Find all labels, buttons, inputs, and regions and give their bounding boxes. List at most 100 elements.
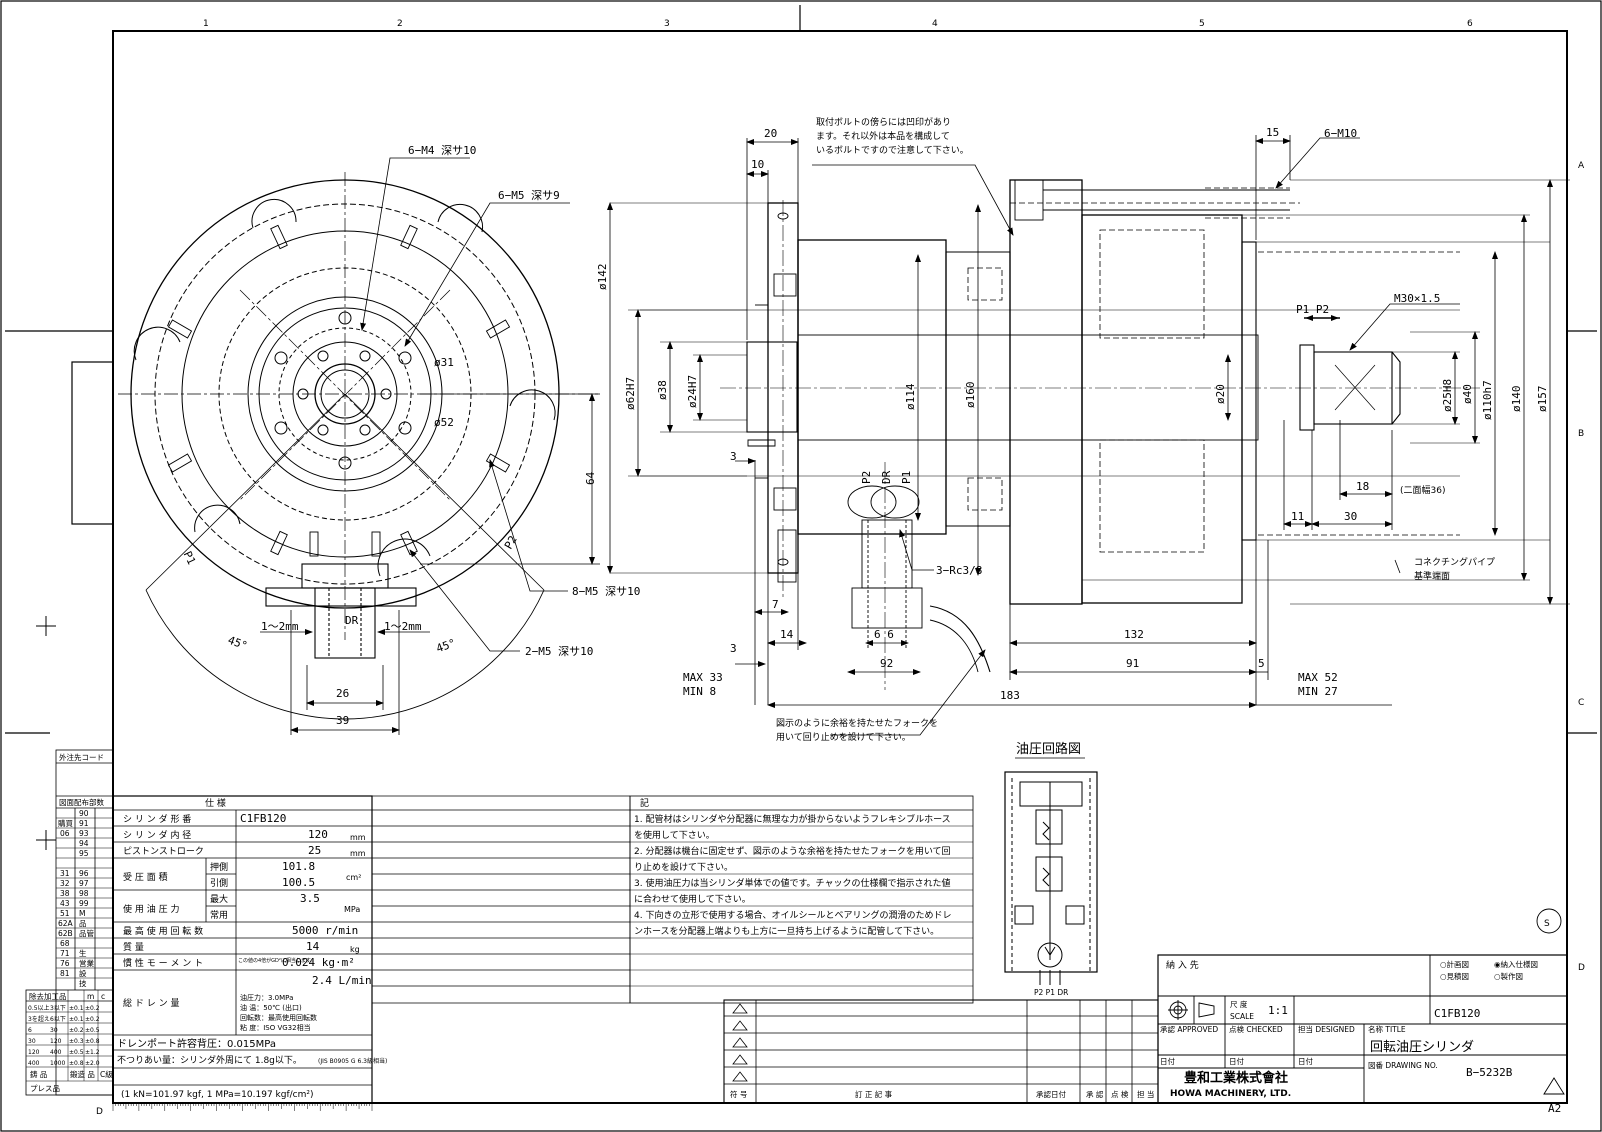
- svg-text:6以下: 6以下: [50, 1016, 66, 1023]
- dim-d62: ø62H7: [624, 377, 637, 410]
- dim-3a: 3: [730, 450, 737, 463]
- svg-text:76: 76: [60, 959, 70, 968]
- col-ref-5: 5: [1199, 19, 1205, 29]
- svg-text:400: 400: [50, 1049, 62, 1056]
- svg-text:30: 30: [50, 1027, 58, 1034]
- spec-value-stroke: 25: [308, 844, 321, 857]
- checked-label: 点検 CHECKED: [1229, 1024, 1283, 1034]
- svg-text:±0.8: ±0.8: [69, 1060, 84, 1067]
- dim-15: 15: [1266, 126, 1279, 139]
- dim-66: 6 6: [874, 628, 894, 641]
- spec-pressure-max: 3.5: [300, 892, 320, 905]
- svg-text:68: 68: [60, 939, 70, 948]
- rev-footer-check: 点 検: [1111, 1089, 1129, 1099]
- title-block-text: 納 入 先 ○計画図 ◉納入仕様図 ○見積図 ○製作図 尺 度 SCALE 1:…: [1160, 919, 1561, 1115]
- dim-3b: 3: [730, 642, 737, 655]
- svg-text:62A: 62A: [58, 919, 74, 928]
- note-bolts-3: いるボルトですので注意して下さい。: [816, 144, 969, 156]
- date-3: 日付: [1298, 1056, 1314, 1066]
- title-block-grid: [1157, 908, 1568, 1104]
- rev-footer-code: 符 号: [730, 1089, 747, 1099]
- dim-d140: ø140: [1510, 386, 1523, 413]
- spec-label-area: 受 圧 面 積: [123, 871, 168, 883]
- spec-area-pull-label: 引側: [210, 877, 228, 889]
- side-view-notes: 取付ボルトの傍らには凹印があり ます。それ以外は本品を構成して いるボルトですの…: [776, 116, 1495, 743]
- dim-d160: ø160: [964, 382, 977, 409]
- svg-text:±0.5: ±0.5: [85, 1027, 100, 1034]
- recipient-label: 納 入 先: [1166, 959, 1199, 971]
- label-side-p1: P1: [900, 471, 913, 484]
- spec-drain-note-2: 油 温：50℃ (出口): [240, 1003, 302, 1012]
- side-view: [607, 135, 1570, 736]
- spec-unbalance: 不つりあい量：シリンダ外周にて 1.8g以下。: [117, 1054, 302, 1066]
- svg-text:±0.8: ±0.8: [85, 1038, 100, 1045]
- svg-text:±0.2: ±0.2: [85, 1016, 100, 1023]
- dim-7: 7: [772, 598, 779, 611]
- note-line-1: 1. 配管材はシリンダや分配器に無理な力が掛からないようフレキシブルホース: [634, 813, 951, 825]
- spec-label-stroke: ピストンストローク: [123, 846, 204, 857]
- label-p2: P2: [502, 533, 520, 551]
- svg-text:±0.3: ±0.3: [69, 1038, 84, 1045]
- spec-pressure-max-label: 最大: [210, 893, 228, 905]
- company-en: HOWA MACHINERY, LTD.: [1170, 1089, 1291, 1099]
- title-name-label: 名称 TITLE: [1368, 1024, 1406, 1034]
- dim-d20: ø20: [1214, 384, 1227, 404]
- label-m30: M30×1.5: [1394, 292, 1440, 305]
- note-pipe-2: 基準端面: [1414, 570, 1450, 582]
- svg-text:51: 51: [60, 909, 70, 918]
- note-line-4: り止めを設けて下さい。: [634, 861, 733, 873]
- dim-d40: ø40: [1461, 384, 1474, 404]
- svg-text:鋳 品: 鋳 品: [30, 1069, 47, 1079]
- spec-value-mass: 14: [306, 940, 320, 953]
- svg-text:06: 06: [60, 829, 70, 838]
- title-name: 回転油圧シリンダ: [1370, 1040, 1474, 1055]
- svg-text:品管: 品管: [79, 928, 94, 938]
- dim-d114: ø114: [904, 383, 917, 410]
- svg-text:98: 98: [79, 889, 89, 898]
- dim-5: 5: [1258, 657, 1265, 670]
- label-8-m5-10: 8−M5 深サ10: [572, 585, 640, 598]
- note-bolts-2: ます。それ以外は本品を構成して: [816, 130, 950, 142]
- svg-text:91: 91: [79, 819, 89, 828]
- svg-text:94: 94: [79, 839, 89, 848]
- date-2: 日付: [1229, 1056, 1245, 1066]
- label-6-m4: 6−M4 深サ10: [408, 144, 476, 157]
- spec-area-pull: 100.5: [282, 876, 315, 889]
- svg-text:90: 90: [79, 809, 89, 818]
- svg-text:購買: 購買: [58, 818, 73, 828]
- svg-text:±0.1: ±0.1: [69, 1005, 84, 1012]
- svg-text:38: 38: [60, 889, 70, 898]
- dim-d110: ø110h7: [1481, 380, 1494, 420]
- front-view-labels: 6−M4 深サ10 6−M5 深サ9 ø31 ø52 P1 P2 DR 8−M5…: [181, 144, 641, 727]
- hydraulic-ports: P2 P1 DR: [1034, 988, 1068, 997]
- label-dim-26: 26: [336, 687, 349, 700]
- row-ref-d-left: D: [96, 1107, 103, 1117]
- spec-pressure-normal-label: 常用: [210, 909, 228, 921]
- row-ref-d: D: [1578, 963, 1585, 973]
- scale-label: 尺 度: [1230, 999, 1248, 1009]
- scale-en: SCALE: [1230, 1012, 1254, 1021]
- svg-text:生: 生: [79, 948, 87, 958]
- col-ref-6: 6: [1467, 19, 1473, 29]
- title-model: C1FB120: [1434, 1007, 1480, 1020]
- label-dim-39: 39: [336, 714, 349, 727]
- dim-d25: ø25H8: [1441, 379, 1454, 412]
- svg-text:±0.2: ±0.2: [69, 1027, 84, 1034]
- label-side-p2: P2: [860, 471, 873, 484]
- spec-area-push-label: 押側: [210, 861, 228, 873]
- spec-label-inertia: 慣 性 モ ー メ ン ト: [123, 957, 203, 969]
- svg-text:120: 120: [28, 1049, 40, 1056]
- label-max33: MAX 33: [683, 671, 723, 684]
- label-2-m5-10: 2−M5 深サ10: [525, 645, 593, 658]
- label-min8: MIN 8: [683, 685, 716, 698]
- spec-unit-pressure: MPa: [344, 905, 360, 914]
- inner-bolt-holes: [274, 311, 412, 470]
- svg-text:鍛造 品: 鍛造 品: [70, 1069, 95, 1079]
- dim-d24: ø24H7: [686, 375, 699, 408]
- warning-triangles: [732, 1003, 748, 1082]
- spec-drain-note-4: 粘 度：ISO VG32相当: [240, 1023, 311, 1032]
- label-face-36: (二面幅36): [1400, 484, 1445, 496]
- svg-text:C級: C級: [100, 1069, 113, 1079]
- svg-text:±2.0: ±2.0: [85, 1060, 100, 1067]
